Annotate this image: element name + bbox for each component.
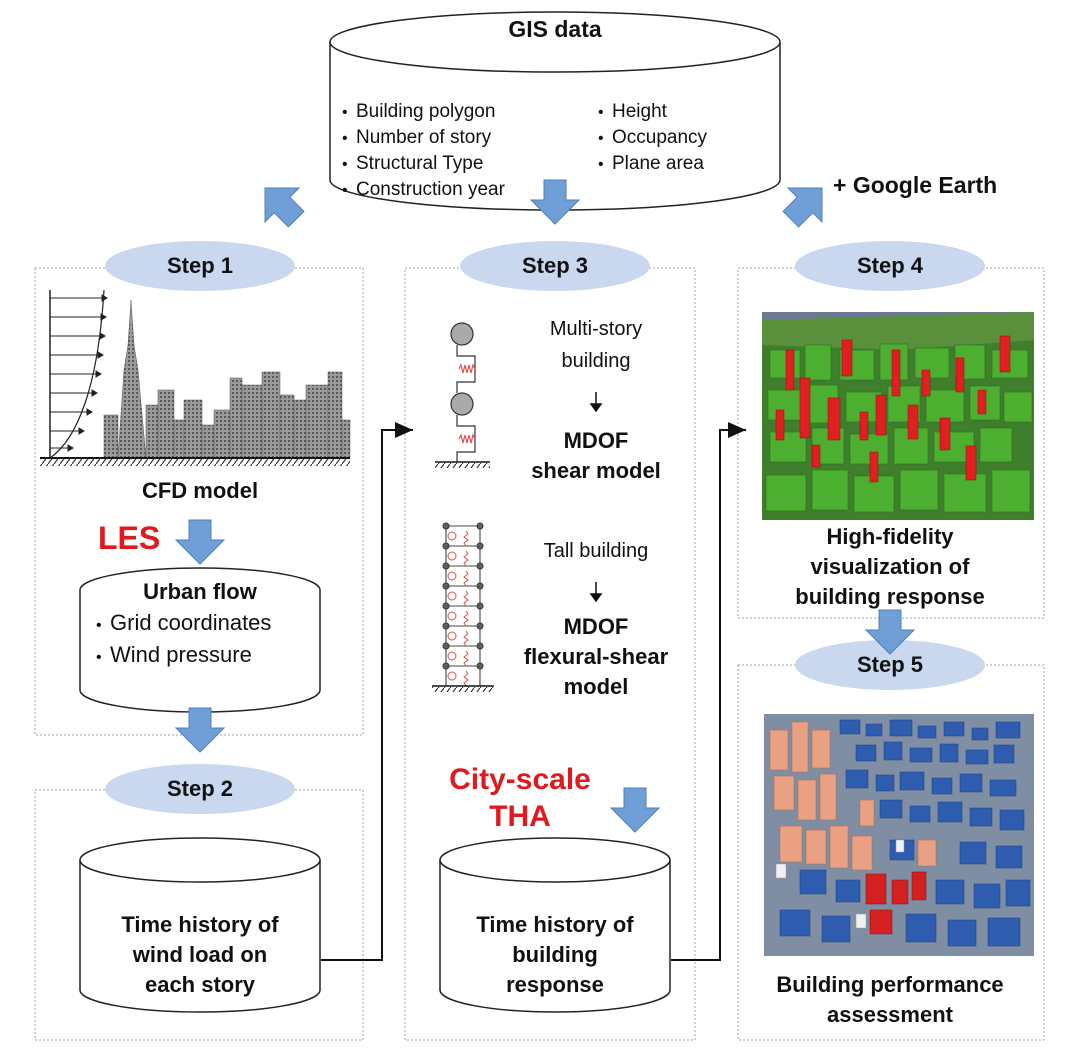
step3-output-line1: Time history of (476, 912, 634, 937)
tha-label-line1: City-scale (449, 763, 591, 796)
step4-ellipse (795, 241, 985, 291)
urban-flow-title: Urban flow (143, 579, 257, 604)
step3-ellipse (460, 241, 650, 291)
step4-caption-line3: building response (795, 584, 985, 609)
step2-output-line2: wind load on (132, 942, 268, 967)
tha-label-line2: THA (489, 800, 551, 833)
arrow-les (174, 519, 226, 565)
step3-output-cylinder (439, 837, 671, 1013)
mdof-flexural-line2: flexural-shear (523, 644, 669, 669)
arrow-gis-to-step1 (264, 187, 305, 228)
step2-label: Step 2 (166, 776, 234, 801)
mdof-shear-line2: shear model (531, 458, 661, 483)
step2-output-line1: Time history of (121, 912, 279, 937)
tall-building-label: Tall building (543, 540, 649, 562)
step4-visualization-image (762, 312, 1034, 520)
arrow-gis-to-step4 (782, 187, 823, 228)
arrow-gis-to-step3 (529, 179, 581, 225)
flexural-shear-model-illustration (432, 522, 494, 692)
gis-item-occupancy: Occupancy (598, 125, 707, 152)
gis-title: GIS data (508, 16, 602, 42)
step3-label: Step 3 (521, 253, 589, 278)
multi-story-line2: building (561, 350, 631, 372)
shear-model-illustration (435, 322, 490, 468)
les-label: LES (98, 520, 161, 556)
mdof-shear-line1: MDOF (563, 428, 629, 453)
step4-caption-line1: High-fidelity (826, 524, 954, 549)
gis-item-construction-year: Construction year (342, 177, 505, 204)
cfd-model-illustration (40, 289, 351, 466)
step3-output-line3: response (506, 972, 604, 997)
step4-caption-line2: visualization of (810, 554, 970, 579)
gis-item-building-polygon: Building polygon (342, 99, 495, 126)
step2-output-line3: each story (144, 972, 256, 997)
step5-caption-line2: assessment (827, 1002, 953, 1027)
step1-ellipse (105, 241, 295, 291)
gis-item-structural-type: Structural Type (342, 151, 483, 178)
step5-caption-line1: Building performance (776, 972, 1004, 997)
step5-ellipse (795, 640, 985, 690)
connector-step3-to-step4 (671, 422, 746, 961)
cfd-model-caption: CFD model (141, 478, 259, 503)
step1-label: Step 1 (166, 253, 234, 278)
mdof-flexural-line3: model (563, 674, 629, 699)
google-earth-label: + Google Earth (833, 172, 998, 198)
connector-step2-to-step3 (321, 422, 413, 961)
step5-label: Step 5 (856, 652, 924, 677)
arrow-step4-to-step5 (864, 609, 916, 655)
step4-label: Step 4 (856, 253, 924, 278)
arrow-tha (609, 787, 661, 833)
arrow-urban-to-step2 (174, 707, 226, 753)
multi-story-line1: Multi-story (549, 318, 643, 340)
urban-flow-item-pressure: Wind pressure (96, 640, 252, 673)
step2-ellipse (105, 764, 295, 814)
step5-assessment-image (764, 714, 1034, 956)
gis-item-plane-area: Plane area (598, 151, 704, 178)
gis-item-number-of-story: Number of story (342, 125, 491, 152)
step3-output-line2: building (512, 942, 598, 967)
step2-output-cylinder (79, 837, 321, 1013)
mdof-flexural-line1: MDOF (563, 614, 629, 639)
gis-item-height: Height (598, 99, 667, 126)
urban-flow-item-grid: Grid coordinates (96, 608, 271, 641)
